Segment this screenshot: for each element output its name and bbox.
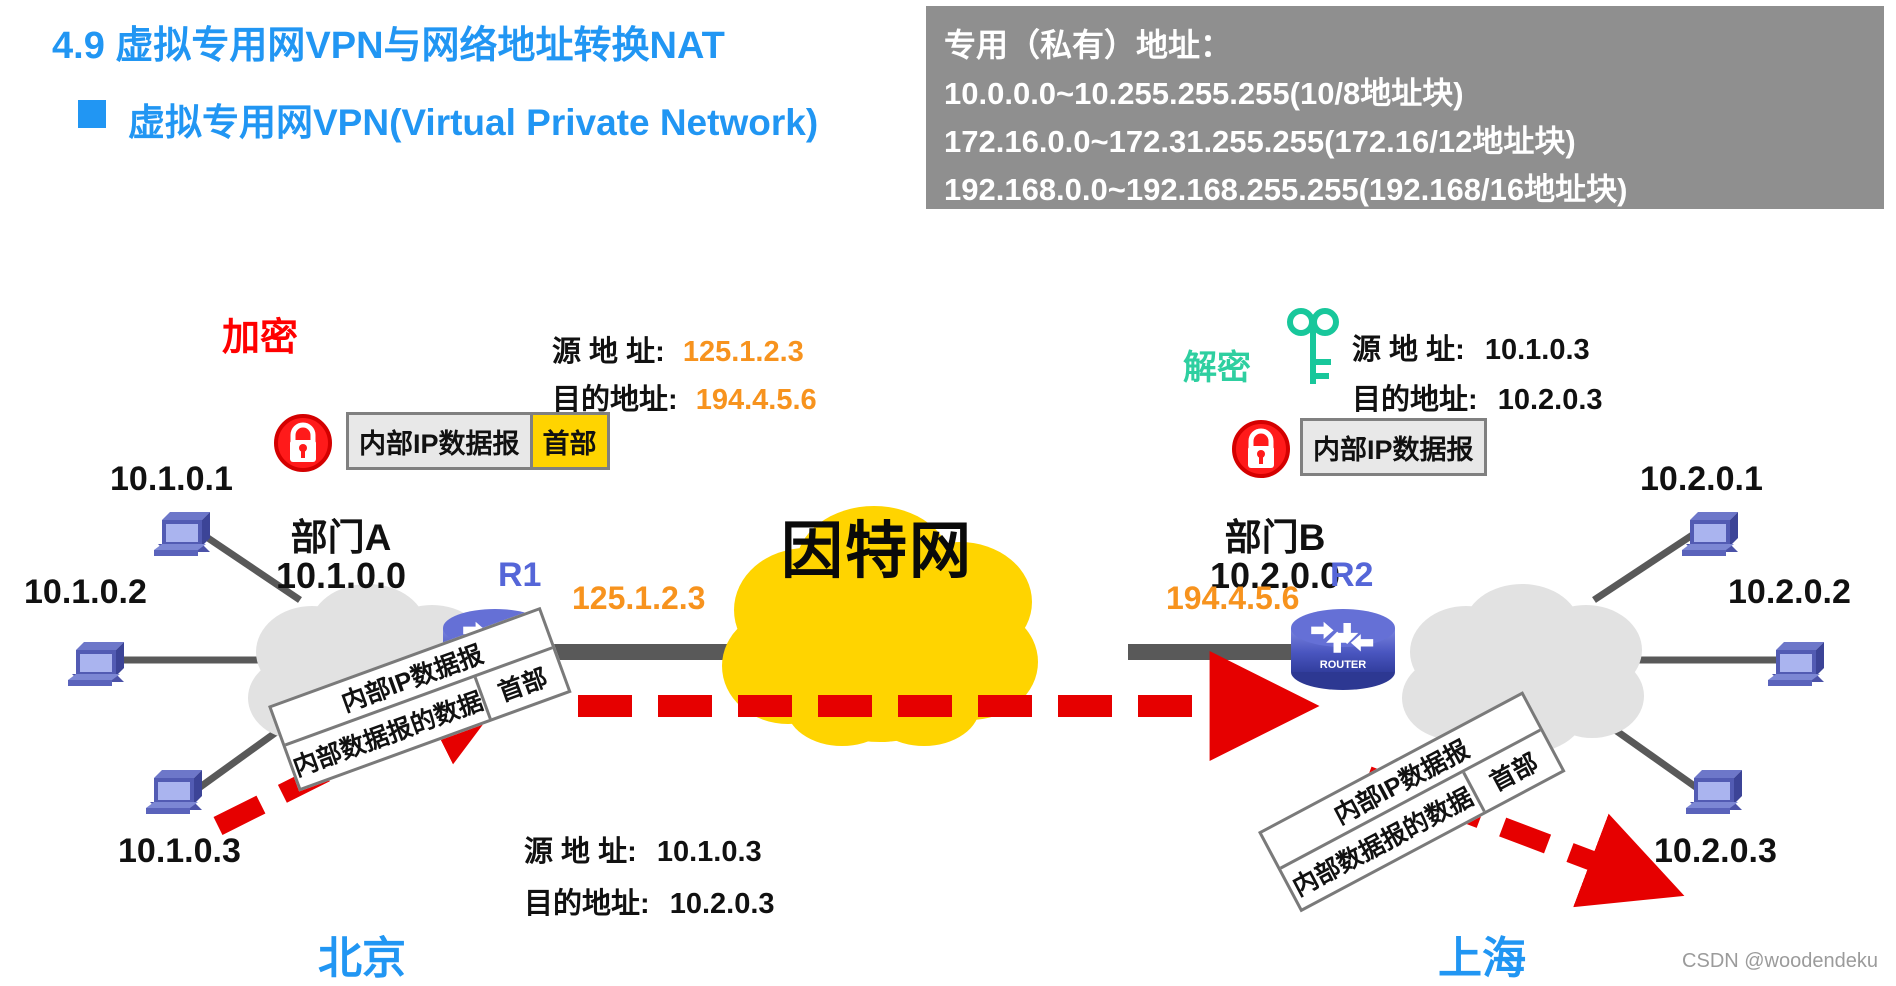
inner-dest-value-right: 10.2.0.3 <box>1497 384 1603 416</box>
inner-dest-label-right: 目的地址: <box>1352 384 1478 416</box>
private-address-line-1: 10.0.0.0~10.255.255.255(10/8地址块) <box>944 76 1464 111</box>
host-label-10-2-0-1: 10.2.0.1 <box>1640 460 1763 498</box>
city-label-beijing: 北京 <box>318 934 406 983</box>
cloud-internet <box>714 498 1044 748</box>
router-r2-name: R2 <box>1330 556 1374 594</box>
inner-source-row-left: 源 地 址: 10.1.0.3 <box>524 828 762 870</box>
decrypted-packet-payload: 内部IP数据报 <box>1313 434 1474 465</box>
host-10-2-0-3[interactable] <box>1680 758 1750 825</box>
host-label-10-2-0-2: 10.2.0.2 <box>1728 573 1851 611</box>
svg-text:ROUTER: ROUTER <box>1320 659 1367 671</box>
private-address-line-2: 172.16.0.0~172.31.255.255(172.16/12地址块) <box>944 124 1576 159</box>
lock-icon <box>1230 418 1292 485</box>
outer-source-label: 源 地 址: <box>552 336 665 368</box>
private-address-heading: 专用（私有）地址： <box>944 27 1233 63</box>
cloud-department-b <box>1394 580 1654 760</box>
host-10-1-0-3[interactable] <box>140 758 210 825</box>
dept-b-network: 10.2.0.0 <box>1209 555 1341 596</box>
page-title: 4.9 虚拟专用网VPN与网络地址转换NAT <box>52 25 725 67</box>
lock-icon <box>272 412 334 479</box>
host-label-10-1-0-2: 10.1.0.2 <box>24 573 147 611</box>
host-10-2-0-1[interactable] <box>1676 500 1746 567</box>
inner-dest-value-left: 10.2.0.3 <box>669 888 775 920</box>
decrypted-packet-box: 内部IP数据报 <box>1300 418 1487 476</box>
outer-dest-row: 目的地址: 194.4.5.6 <box>552 376 817 418</box>
outer-source-row: 源 地 址: 125.1.2.3 <box>552 328 804 370</box>
outer-dest-value: 194.4.5.6 <box>695 384 817 416</box>
outer-source-value: 125.1.2.3 <box>682 336 804 368</box>
host-label-10-1-0-3: 10.1.0.3 <box>118 832 241 870</box>
host-10-2-0-2[interactable] <box>1762 630 1832 697</box>
inner-source-label-right: 源 地 址: <box>1352 334 1465 366</box>
router-r1-name: R1 <box>498 556 542 594</box>
inner-dest-row-left: 目的地址: 10.2.0.3 <box>524 880 775 922</box>
bullet-square-icon <box>78 100 106 128</box>
outer-dest-label: 目的地址: <box>552 384 678 416</box>
watermark: CSDN @woodendeku <box>1682 950 1878 972</box>
host-10-1-0-2[interactable] <box>62 630 132 697</box>
dept-a-name: 部门A <box>290 517 392 558</box>
host-label-10-1-0-1: 10.1.0.1 <box>110 460 233 498</box>
key-icon <box>1285 306 1341 397</box>
private-address-line-3: 192.168.0.0~192.168.255.255(192.168/16地址… <box>944 172 1628 207</box>
inner-source-label-left: 源 地 址: <box>524 836 637 868</box>
page-subtitle: 虚拟专用网VPN(Virtual Private Network) <box>128 102 819 143</box>
inner-source-value-left: 10.1.0.3 <box>656 836 762 868</box>
inner-source-row-right: 源 地 址: 10.1.0.3 <box>1352 326 1590 368</box>
internet-label: 因特网 <box>780 517 973 586</box>
host-label-10-2-0-3: 10.2.0.3 <box>1654 832 1777 870</box>
dept-a-network: 10.1.0.0 <box>275 555 407 596</box>
dept-b-label-group: 部门B 10.2.0.0 <box>1180 519 1370 594</box>
encrypted-packet-header: 首部 <box>529 415 607 467</box>
private-address-box: 专用（私有）地址： 10.0.0.0~10.255.255.255(10/8地址… <box>926 6 1884 209</box>
inner-source-value-right: 10.1.0.3 <box>1484 334 1590 366</box>
encrypted-packet-payload: 内部IP数据报 <box>359 428 520 459</box>
encrypted-packet-box: 内部IP数据报 首部 <box>346 412 610 470</box>
router-r2[interactable]: ROUTER <box>1288 600 1398 697</box>
host-10-1-0-1[interactable] <box>148 500 218 567</box>
inner-dest-label-left: 目的地址: <box>524 888 650 920</box>
decrypt-label: 解密 <box>1183 349 1251 387</box>
dept-a-label-group: 部门A 10.1.0.0 <box>246 519 436 594</box>
inner-dest-row-right: 目的地址: 10.2.0.3 <box>1352 376 1603 418</box>
dept-b-name: 部门B <box>1224 517 1326 558</box>
r1-wan-ip: 125.1.2.3 <box>572 580 706 616</box>
r2-wan-ip: 194.4.5.6 <box>1166 580 1300 616</box>
city-label-shanghai: 上海 <box>1438 934 1526 983</box>
encrypt-label: 加密 <box>222 317 299 359</box>
